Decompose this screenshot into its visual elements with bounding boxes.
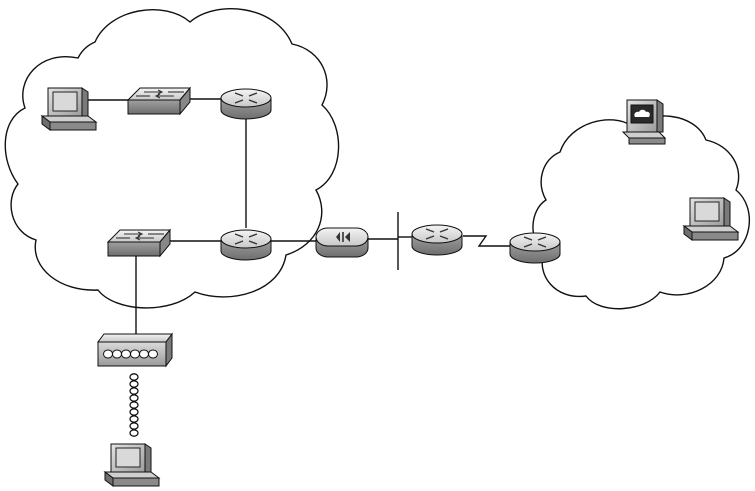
router-icon[interactable] [510, 233, 560, 263]
serial-link [463, 236, 512, 246]
web-server-icon[interactable] [623, 100, 665, 144]
access-server-icon[interactable] [98, 334, 172, 366]
switch-icon[interactable] [108, 230, 170, 256]
router-icon[interactable] [221, 89, 271, 119]
workstation-icon[interactable] [105, 444, 159, 486]
workstation-icon[interactable] [684, 198, 738, 240]
router-icon[interactable] [221, 230, 271, 260]
campus-cloud [5, 9, 338, 308]
dialup-coil [130, 374, 138, 436]
pix-firewall-icon[interactable] [316, 228, 368, 257]
router-icon[interactable] [412, 225, 462, 255]
switch-icon[interactable] [128, 88, 190, 114]
workstation-icon[interactable] [42, 88, 96, 130]
